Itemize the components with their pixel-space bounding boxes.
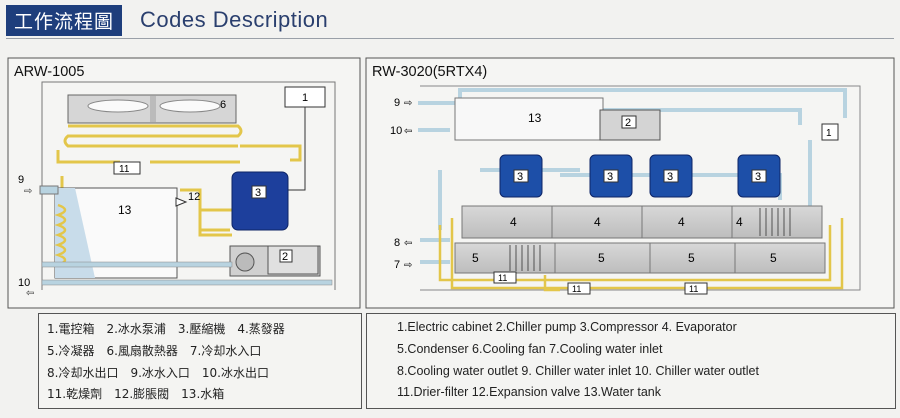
label-3: 3 <box>607 171 613 183</box>
legend-en-line-1: 1.Electric cabinet 2.Chiller pump 3.Comp… <box>397 320 737 334</box>
label-3: 3 <box>255 187 261 199</box>
legend-cn-line-4: 11.乾燥劑 12.膨脹閥 13.水箱 <box>47 387 225 401</box>
label-3: 3 <box>667 171 673 183</box>
label-10: 10 <box>390 125 402 137</box>
condenser <box>734 242 826 274</box>
legend-english: 1.Electric cabinet 2.Chiller pump 3.Comp… <box>366 313 896 409</box>
label-1: 1 <box>826 128 832 139</box>
label-3: 3 <box>517 171 523 183</box>
label-5: 5 <box>688 251 695 265</box>
page-header: 工作流程圖 Codes Description <box>6 4 329 36</box>
label-12: 12 <box>188 191 200 203</box>
expansion-valve <box>175 197 188 207</box>
compressor <box>231 171 289 231</box>
condenser <box>554 242 651 274</box>
label-10: 10 <box>18 277 30 289</box>
title-chinese: 工作流程圖 <box>6 4 123 36</box>
evaporator <box>731 205 823 239</box>
label-13: 13 <box>528 111 542 125</box>
label-6: 6 <box>220 99 226 111</box>
legend-cn-line-3: 8.冷却水出口 9.冰水入口 10.冰水出口 <box>47 366 269 380</box>
legend-en-line-2: 5.Condenser 6.Cooling fan 7.Cooling wate… <box>397 342 663 356</box>
label-4: 4 <box>736 215 743 229</box>
label-4: 4 <box>594 215 601 229</box>
left-diagram: 6 11 1 13 9 ⇨ 12 <box>18 81 336 299</box>
legend-cn-line-1: 1.電控箱 2.冰水泵浦 3.壓縮機 4.蒸發器 <box>47 322 285 336</box>
svg-text:⇨: ⇨ <box>404 98 412 109</box>
legend-chinese: 1.電控箱 2.冰水泵浦 3.壓縮機 4.蒸發器 5.冷凝器 6.風扇散熱器 7… <box>38 313 362 409</box>
condenser <box>649 242 736 274</box>
right-model-label: RW-3020(5RTX4) <box>372 64 487 80</box>
label-11: 11 <box>689 284 698 294</box>
evaporator <box>551 205 643 239</box>
label-2: 2 <box>625 117 631 129</box>
label-7: 7 <box>394 259 400 271</box>
legend-cn-line-2: 5.冷凝器 6.風扇散熱器 7.冷却水入口 <box>47 344 262 358</box>
right-diagram: 13 2 1 9 ⇨ 10 ⇦ 8 ⇦ 7 ⇨ 3 3 3 3 <box>390 85 861 295</box>
legend-en-line-3: 8.Cooling water outlet 9. Chiller water … <box>397 364 759 378</box>
drier-filter <box>113 161 141 175</box>
label-9: 9 <box>18 174 24 186</box>
svg-text:⇦: ⇦ <box>26 288 34 299</box>
label-3: 3 <box>755 171 761 183</box>
drier-filter <box>567 282 591 295</box>
label-4: 4 <box>678 215 685 229</box>
title-english: Codes Description <box>140 7 329 32</box>
evaporator <box>641 205 733 239</box>
label-11: 11 <box>572 284 581 294</box>
drier-filter <box>493 271 517 284</box>
header-divider <box>6 38 894 39</box>
label-13: 13 <box>118 203 132 217</box>
drier-filter <box>684 282 708 295</box>
label-4: 4 <box>510 215 517 229</box>
svg-text:⇨: ⇨ <box>404 260 412 271</box>
label-9: 9 <box>394 97 400 109</box>
label-11: 11 <box>119 164 130 175</box>
label-1: 1 <box>302 92 308 104</box>
electric-cabinet <box>821 123 839 141</box>
label-11: 11 <box>498 273 507 283</box>
label-5: 5 <box>472 251 479 265</box>
label-8: 8 <box>394 237 400 249</box>
label-5: 5 <box>598 251 605 265</box>
legend-en-line-4: 11.Drier-filter 12.Expansion valve 13.Wa… <box>397 385 662 399</box>
label-5: 5 <box>770 251 777 265</box>
label-2: 2 <box>282 251 288 263</box>
svg-text:⇦: ⇦ <box>404 238 412 249</box>
svg-text:⇨: ⇨ <box>24 186 32 197</box>
left-model-label: ARW-1005 <box>14 64 84 80</box>
svg-text:⇦: ⇦ <box>404 126 412 137</box>
evaporator <box>461 205 553 239</box>
